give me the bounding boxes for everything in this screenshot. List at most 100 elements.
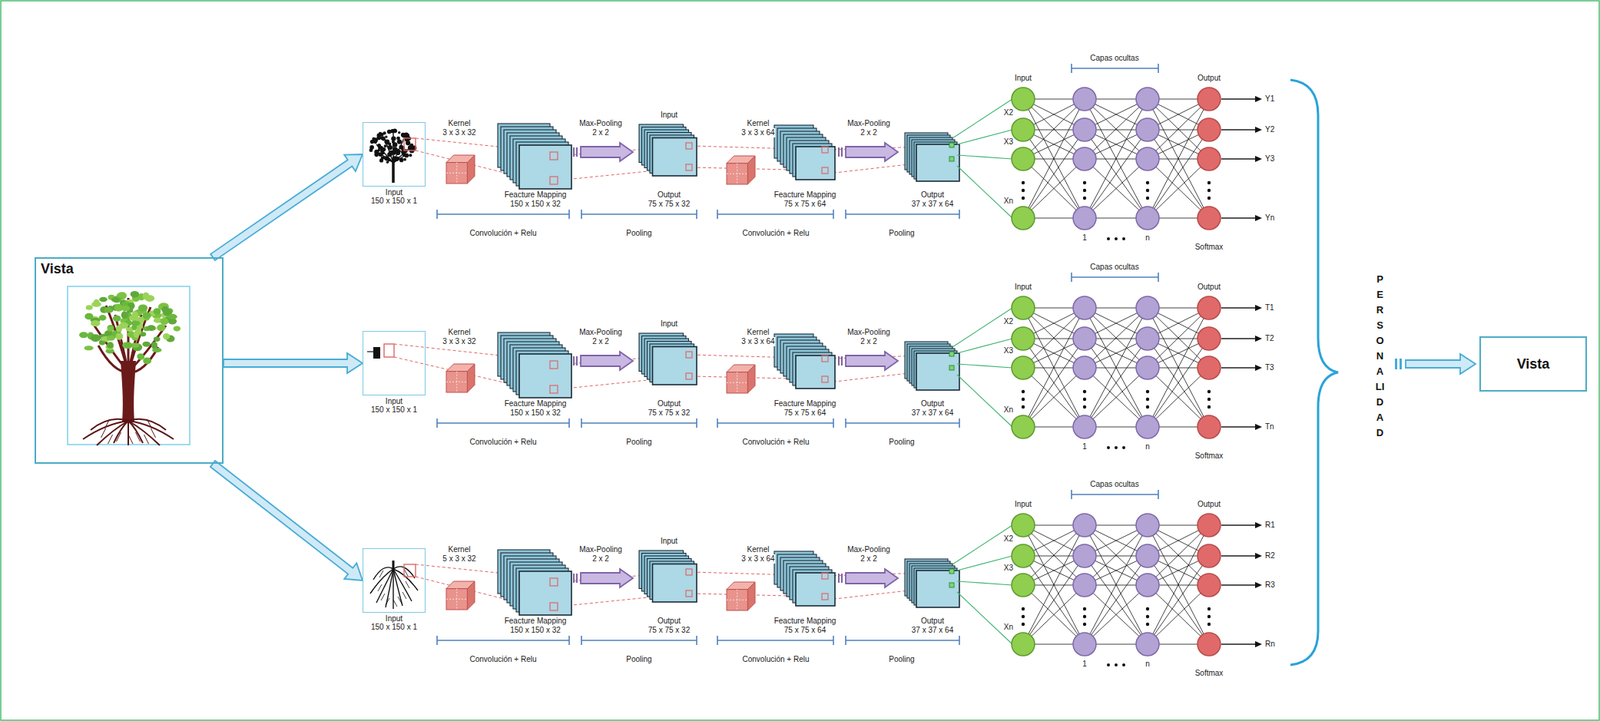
tree-leaf — [378, 132, 382, 136]
ellipsis-dot — [1146, 181, 1150, 185]
tree-leaf — [119, 322, 129, 329]
network-weight — [1147, 585, 1210, 645]
input-image — [370, 560, 418, 610]
network-weight — [1147, 556, 1210, 645]
diagram-label: Kernel — [746, 545, 771, 555]
feature-map-layer — [652, 564, 698, 603]
output-arrowhead — [1255, 522, 1263, 529]
feature-map-layer — [652, 138, 698, 177]
pool-dash — [838, 573, 840, 584]
view-box: Vista — [34, 257, 224, 464]
node-title: Input — [371, 397, 418, 406]
tree-root — [113, 420, 129, 444]
tree-leaf — [399, 158, 405, 163]
diagram-label: Convolución + Relu — [742, 437, 811, 448]
tree-root — [402, 592, 407, 600]
pool-dash — [841, 356, 843, 366]
ellipsis-dot — [1021, 405, 1025, 409]
ellipsis-dot — [1122, 446, 1126, 450]
feature-map-layer — [795, 146, 835, 180]
tree-leaf — [402, 152, 407, 157]
output-arrowhead — [1255, 155, 1263, 163]
feature-map-layer — [916, 144, 960, 182]
diagram-label: Capas ocultas — [1089, 480, 1140, 490]
diagram-label: 1 — [1081, 442, 1088, 452]
feature-cell — [949, 583, 955, 588]
neuron — [1136, 573, 1160, 597]
kernel-cube-front — [726, 372, 748, 394]
feature-cell — [949, 569, 955, 574]
network-weight — [1084, 367, 1148, 428]
output-arrowhead — [1255, 641, 1263, 648]
ellipsis-dot — [1146, 405, 1150, 409]
network-weight — [1147, 159, 1210, 219]
diagram-label: 1 — [1081, 659, 1088, 670]
diagram-label: Kernel — [447, 327, 472, 338]
tree-root — [108, 434, 113, 444]
tree-leaf — [383, 131, 387, 135]
tree-root — [404, 569, 408, 577]
diagram-label: Y2 — [1264, 125, 1276, 135]
neuron — [1197, 356, 1221, 380]
tree-leaf — [376, 135, 381, 141]
output-arrowhead — [1255, 424, 1263, 431]
diagram-label: 2 x 2 — [591, 554, 610, 564]
neuron — [1136, 327, 1160, 351]
output-arrow — [1221, 524, 1257, 527]
diagram-label: Kernel — [746, 327, 771, 338]
kernel-cube-front — [446, 589, 468, 610]
tree-leaf — [372, 138, 378, 143]
section-bracket — [437, 209, 570, 219]
neuron — [1073, 296, 1097, 320]
flow-arrow — [223, 353, 363, 374]
network-weight — [1023, 129, 1085, 219]
tree-root — [101, 428, 107, 438]
neuron — [1136, 296, 1160, 320]
network-weight — [1147, 338, 1210, 428]
neuron — [1197, 573, 1221, 597]
ellipsis-dot — [1114, 237, 1118, 241]
network-weight — [1084, 585, 1148, 645]
output-arrow — [1221, 99, 1257, 100]
tree-root — [128, 420, 174, 440]
kernel-cube-front — [446, 162, 468, 184]
tree-leaf — [111, 297, 120, 302]
network-weight — [1147, 129, 1210, 219]
tree-root — [151, 428, 156, 438]
diagram-label: Convolución + Relu — [469, 437, 538, 448]
tree-leaf — [167, 314, 178, 320]
network-weight — [1023, 338, 1085, 428]
pool-dash — [576, 147, 578, 157]
tree-leaf — [106, 341, 114, 349]
ellipsis-dot — [1146, 196, 1150, 200]
ellipsis-dot — [1021, 397, 1025, 401]
neuron — [1136, 118, 1160, 142]
neuron — [1073, 87, 1097, 111]
section-bracket — [581, 418, 697, 428]
tree-root — [128, 419, 166, 431]
ellipsis-dot — [1021, 390, 1025, 394]
output-arrow — [1221, 129, 1257, 131]
diagram-label: Input — [659, 110, 679, 120]
output-arrow — [1221, 218, 1257, 219]
tree-leaf — [138, 304, 148, 312]
ellipsis-dot — [1106, 446, 1110, 450]
flow-arrow — [210, 154, 363, 261]
pool-dash — [576, 573, 578, 584]
diagram-label: Input — [1013, 500, 1033, 510]
tree-leaf — [106, 324, 114, 332]
kernel-cube-front — [726, 163, 748, 185]
tree-root — [379, 570, 384, 578]
diagram-label: Input — [659, 319, 679, 329]
network-weight — [1084, 338, 1148, 428]
diagram-label: Convolución + Relu — [469, 655, 538, 665]
kernel-cube-side — [467, 364, 475, 393]
feature-cell — [821, 146, 829, 153]
network-weight — [1023, 367, 1085, 428]
neuron — [1197, 513, 1221, 537]
feature-cell — [949, 156, 955, 162]
diagram-label: Output — [920, 399, 945, 409]
tree-leaf — [374, 141, 378, 145]
feature-cell — [949, 365, 955, 371]
